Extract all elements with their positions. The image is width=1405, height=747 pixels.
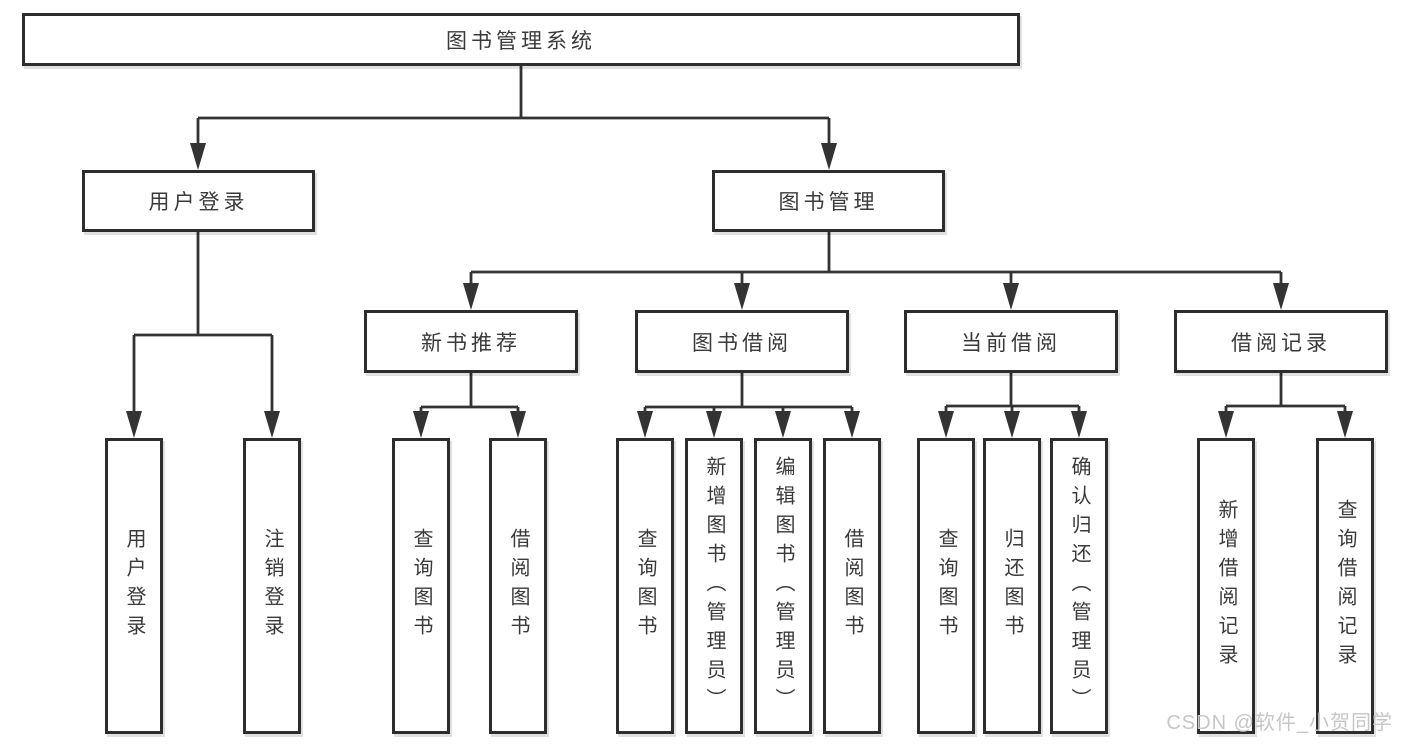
arrowhead — [938, 411, 954, 438]
node-borrow-records: 借阅记录 — [1174, 310, 1388, 373]
node-label: 确认归还（管理员） — [1068, 455, 1090, 717]
arrowhead — [1337, 411, 1353, 438]
connector-recommend-to-leaves — [419, 373, 520, 430]
leaf-recommend-borrow-books: 借阅图书 — [489, 438, 547, 734]
arrowhead — [637, 411, 653, 438]
arrowhead — [1218, 411, 1234, 438]
node-new-book-recommend: 新书推荐 — [364, 310, 578, 373]
leaf-borrow-add-books-admin: 新增图书（管理员） — [685, 438, 743, 734]
leaf-recommend-query-books: 查询图书 — [392, 438, 450, 734]
arrowhead — [1071, 411, 1087, 438]
connector-manage-to-level2 — [469, 232, 1283, 302]
leaf-user-login: 用户登录 — [105, 438, 163, 734]
leaf-borrow-query-books: 查询图书 — [616, 438, 674, 734]
node-label: 借阅图书 — [841, 528, 863, 644]
node-label: 编辑图书（管理员） — [772, 455, 794, 717]
arrowhead — [775, 411, 791, 438]
leaf-records-add-record: 新增借阅记录 — [1197, 438, 1255, 734]
leaf-current-query-books: 查询图书 — [917, 438, 975, 734]
arrowhead — [264, 411, 280, 438]
connector-root-to-level1 — [196, 66, 831, 162]
arrowhead — [510, 411, 526, 438]
node-label: 借阅图书 — [507, 528, 529, 644]
connector-borrow-to-leaves — [643, 373, 854, 430]
node-label: 借阅记录 — [1231, 331, 1331, 355]
node-label: 查询图书 — [634, 528, 656, 644]
node-label: 图书管理 — [778, 191, 879, 214]
arrowhead — [821, 143, 837, 170]
node-label: 归还图书 — [1001, 528, 1023, 644]
arrowhead — [706, 411, 722, 438]
arrowhead — [190, 143, 206, 170]
node-label: 用户登录 — [123, 528, 145, 644]
node-label: 新书推荐 — [421, 331, 521, 355]
arrowhead — [126, 411, 142, 438]
node-book-borrow: 图书借阅 — [635, 310, 849, 373]
node-label: 新增图书（管理员） — [703, 455, 725, 717]
arrowhead — [734, 283, 750, 310]
node-label: 查询图书 — [935, 528, 957, 644]
node-label: 图书管理系统 — [446, 29, 596, 53]
arrowhead — [413, 411, 429, 438]
arrowhead — [463, 283, 479, 310]
node-label: 查询图书 — [410, 528, 432, 644]
leaf-current-confirm-return-admin: 确认归还（管理员） — [1050, 438, 1108, 734]
arrowhead — [1004, 411, 1020, 438]
node-label: 注销登录 — [261, 528, 283, 644]
leaf-borrow-borrow-books: 借阅图书 — [823, 438, 881, 734]
arrowhead — [1003, 283, 1019, 310]
node-user-login: 用户登录 — [82, 170, 315, 232]
connector-login-to-leaves — [132, 232, 274, 430]
node-book-management: 图书管理 — [712, 170, 945, 232]
leaf-borrow-edit-books-admin: 编辑图书（管理员） — [754, 438, 812, 734]
node-label: 查询借阅记录 — [1334, 499, 1356, 673]
arrowhead — [1273, 283, 1289, 310]
node-system-root: 图书管理系统 — [22, 13, 1020, 66]
leaf-records-query-record: 查询借阅记录 — [1316, 438, 1374, 734]
node-current-borrow: 当前借阅 — [904, 310, 1118, 373]
node-label: 用户登录 — [148, 191, 249, 214]
arrowhead — [844, 411, 860, 438]
node-label: 新增借阅记录 — [1215, 499, 1237, 673]
leaf-current-return-books: 归还图书 — [983, 438, 1041, 734]
watermark: CSDN @软件_小贺同学 — [1166, 712, 1393, 734]
connector-records-to-leaves — [1224, 373, 1347, 430]
node-label: 当前借阅 — [961, 331, 1061, 355]
leaf-logout: 注销登录 — [243, 438, 301, 734]
node-label: 图书借阅 — [692, 331, 792, 355]
